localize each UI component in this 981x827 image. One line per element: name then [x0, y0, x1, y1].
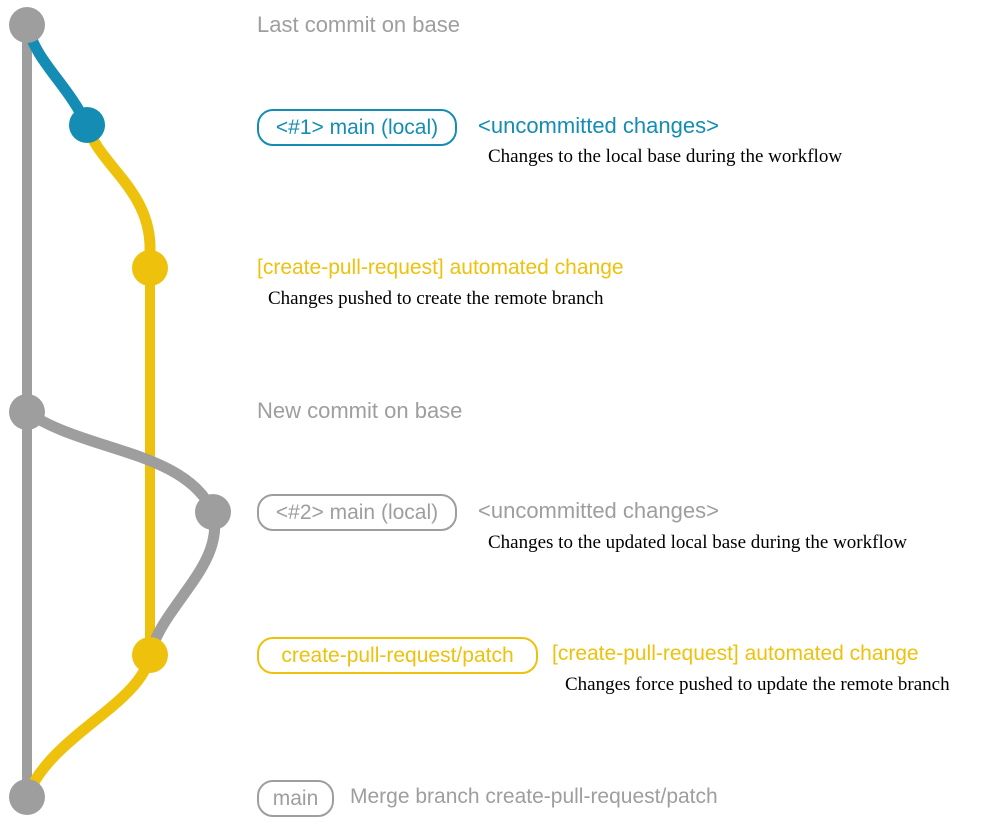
- commit-message-merge-branch: Merge branch create-pull-request/patch: [350, 785, 718, 808]
- commit-dot-patch-2: [132, 637, 168, 673]
- commit-message-automated-change-1: [create-pull-request] automated change: [257, 256, 624, 279]
- desc-local-base-changes: Changes to the local base during the wor…: [488, 146, 843, 167]
- desc-force-pushed-update-remote-branch: Changes force pushed to update the remot…: [565, 674, 950, 695]
- commit-message-automated-change-2: [create-pull-request] automated change: [552, 642, 919, 665]
- patch-branch-edge-1: [81, 119, 156, 274]
- local-main-2-edge: [21, 406, 219, 518]
- rebase-edge: [144, 506, 221, 661]
- branch-badge-main-local-1: <#1> main (local): [257, 109, 457, 146]
- commit-dot-last-base: [9, 7, 45, 43]
- branch-badge-main-local-2: <#2> main (local): [257, 494, 457, 531]
- git-graph: [9, 7, 231, 815]
- branch-badge-main-local-1-label: <#1> main (local): [275, 115, 439, 139]
- branch-badge-main-local-2-label: <#2> main (local): [275, 500, 439, 524]
- commit-dot-new-base: [9, 394, 45, 430]
- commit-dot-patch-1: [132, 250, 168, 286]
- desc-updated-local-base-changes: Changes to the updated local base during…: [488, 532, 907, 553]
- status-uncommitted-changes-1: <uncommitted changes>: [478, 113, 719, 138]
- commit-dot-merge: [9, 779, 45, 815]
- commit-dot-local-main-1: [69, 107, 105, 143]
- branch-badge-patch-label: create-pull-request/patch: [281, 643, 514, 667]
- desc-pushed-create-remote-branch: Changes pushed to create the remote bran…: [268, 288, 604, 309]
- heading-last-commit-on-base: Last commit on base: [257, 12, 460, 37]
- branch-badge-main-label: main: [272, 786, 319, 810]
- heading-new-commit-on-base: New commit on base: [257, 398, 463, 423]
- commit-dot-local-main-2: [195, 494, 231, 530]
- patch-merge-edge: [21, 649, 156, 803]
- branch-badge-patch: create-pull-request/patch: [257, 637, 538, 674]
- status-uncommitted-changes-2: <uncommitted changes>: [478, 498, 719, 523]
- branch-badge-main: main: [257, 780, 334, 817]
